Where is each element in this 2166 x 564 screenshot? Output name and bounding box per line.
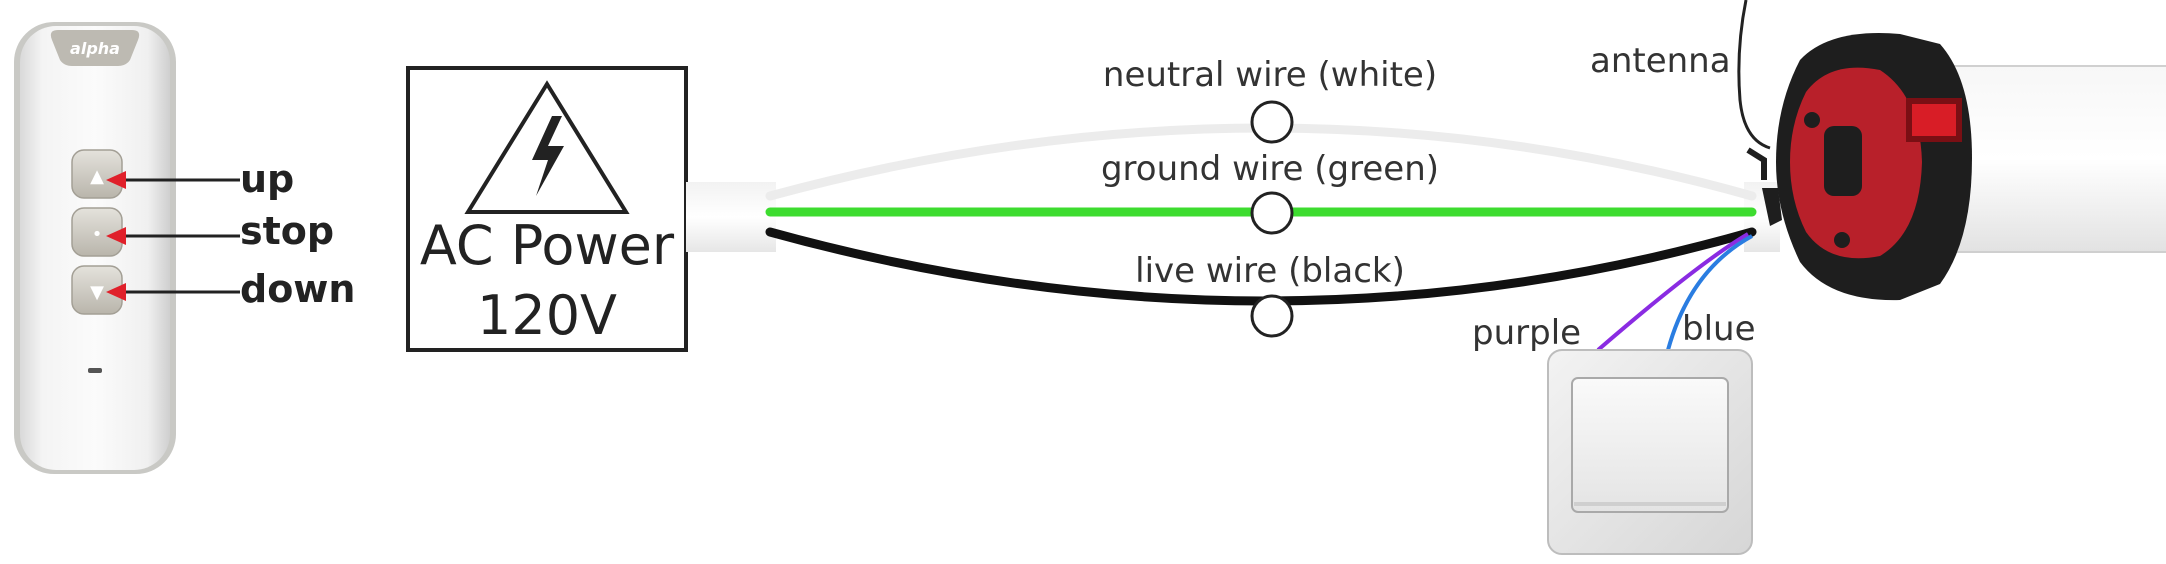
- neutral-wire-marker: [1250, 100, 1294, 144]
- purple-wire-label: purple: [1472, 313, 1581, 353]
- motor-screw-2: [1834, 232, 1850, 248]
- antenna-wire: [1737, 0, 1771, 150]
- remote-led-indicator: [88, 368, 102, 373]
- warning-triangle-icon: [464, 80, 630, 214]
- up-label: up: [240, 157, 294, 201]
- remote-control: alpha ▲ • ▼: [14, 22, 176, 474]
- motor-screw-1: [1804, 112, 1820, 128]
- motor-tab: [1746, 147, 1767, 180]
- purple-wire: [1596, 232, 1750, 352]
- remote-brand-text: alpha: [70, 39, 120, 58]
- tubular-motor: [1746, 33, 2166, 301]
- stop-dot-icon: •: [92, 224, 103, 245]
- power-label-line2: 120V: [477, 284, 617, 347]
- power-box: [406, 66, 688, 352]
- motor-cable-gland: [1762, 188, 1782, 226]
- blue-wire-label: blue: [1682, 309, 1756, 349]
- motor-connector-slot: [1824, 126, 1862, 196]
- remote-logo-badge: [50, 30, 140, 66]
- blue-wire: [1666, 234, 1753, 351]
- ground-wire-label: ground wire (green): [1101, 149, 1439, 189]
- ground-wire-marker: [1250, 191, 1294, 235]
- up-arrow-icon: ▲: [90, 166, 104, 187]
- live-wire-marker: [1250, 294, 1294, 338]
- wall-switch: [1547, 349, 1753, 555]
- stop-callout-arrowhead-icon: [106, 227, 126, 245]
- up-callout-arrowhead-icon: [106, 171, 126, 189]
- antenna-label: antenna: [1590, 41, 1731, 81]
- down-callout-arrowhead-icon: [106, 283, 126, 301]
- switch-rocker[interactable]: [1571, 377, 1729, 513]
- lightning-bolt-icon: [532, 116, 564, 196]
- live-wire-label: live wire (black): [1135, 251, 1405, 291]
- down-label: down: [240, 267, 355, 311]
- ac-power-source: AC Power 120V: [406, 66, 688, 352]
- cable-sheath-left: [686, 182, 776, 252]
- power-label-line1: AC Power: [420, 214, 675, 277]
- remote-callouts: up stop down: [106, 157, 355, 311]
- neutral-wire-label: neutral wire (white): [1103, 55, 1437, 95]
- down-arrow-icon: ▼: [90, 282, 104, 303]
- stop-label: stop: [240, 209, 334, 253]
- motor-program-button[interactable]: [1912, 104, 1956, 136]
